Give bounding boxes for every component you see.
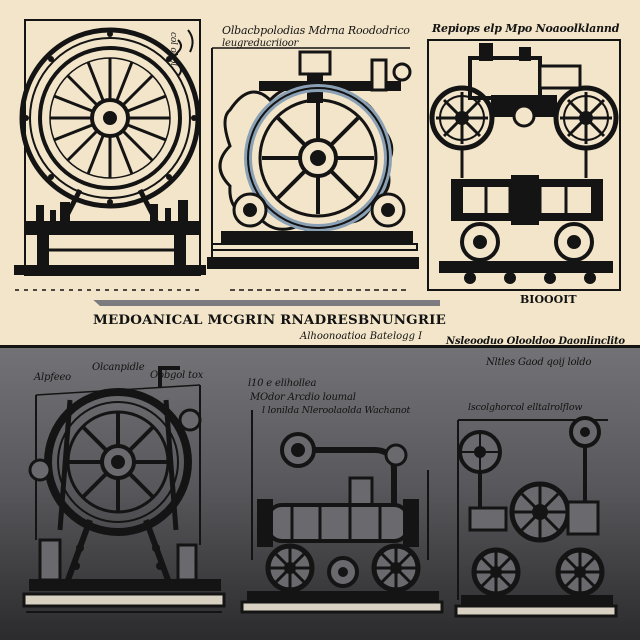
bottom-right-caption-3: lscolghorcol elltalrolflow — [468, 402, 583, 413]
top-center-caption-2: leugreducriioor — [222, 38, 299, 49]
bottom-right-caption-2: Nltles Gaod qoij loldo — [486, 357, 592, 368]
bottom-center-line-1: l10 e elihollea — [248, 378, 317, 389]
top-center-plate: Aoo — [298, 235, 315, 245]
bottom-left-label-2: Olcanpidle — [92, 362, 145, 373]
bottom-right-caption-1: Nsleooduo Olooldoo Daonlinclito — [446, 336, 625, 347]
bottom-center-line-3: l lonilda Nleroolaolda Wachanot — [262, 405, 411, 416]
top-left-panel — [14, 19, 206, 291]
bottom-left-panel — [22, 366, 226, 613]
top-center-caption-1: Olbacbpolodias Mdrna Roododrico — [222, 24, 410, 37]
top-center-panel — [207, 47, 419, 291]
top-left-note: col ol ol — [168, 32, 178, 66]
bottom-center-panel — [240, 410, 444, 614]
banner-band — [0, 290, 640, 345]
banner-subtitle: Alhoonoatioa Batelogg I — [300, 331, 423, 342]
top-right-caption: Repiops elp Mpo Noaoolklannd — [432, 22, 620, 35]
bottom-center-line-2: MOdor Arcdio loumal — [250, 392, 356, 403]
bottom-left-label-1: Alpfeeo — [34, 372, 71, 383]
cream-bottom-band — [0, 345, 640, 348]
banner-tag: BIOOOIT — [520, 293, 577, 306]
bottom-right-panel — [454, 416, 618, 618]
bottom-left-label-3: Oobgol tox — [150, 370, 204, 381]
banner-title: MEDOANICAL MCGRIN RNADRESBNUNGRIE — [93, 312, 447, 328]
top-right-panel — [427, 39, 621, 291]
